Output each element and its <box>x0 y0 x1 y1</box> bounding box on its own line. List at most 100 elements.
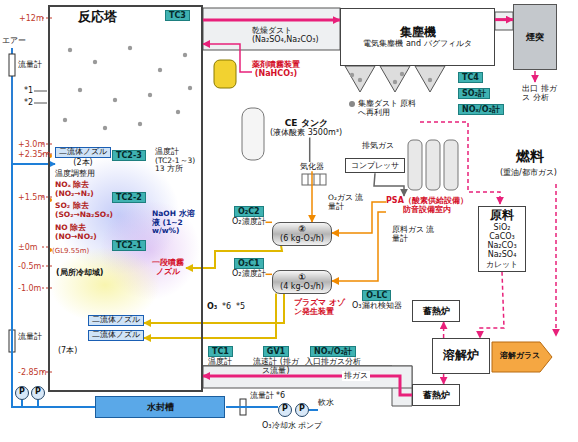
node-title: 原料 <box>490 209 514 223</box>
annotation-label: O₃冷却水 ポンプ <box>262 421 322 430</box>
dust-particle <box>68 48 72 52</box>
leak-detector: O-LCO₃漏れ検知器 <box>352 290 402 310</box>
node-title: CE タンク <box>285 118 328 128</box>
ozone-generator: ②(6 kg-O₃/h) <box>272 222 332 246</box>
node-text: 入口排ガス分析 <box>305 357 361 366</box>
node-title: 一段噴霧 ノズル <box>150 258 186 276</box>
dust-particle <box>188 86 192 90</box>
node-title: PSA（酸素供給設備） <box>386 196 468 205</box>
node-text: 温度計 <box>208 357 232 366</box>
node-title: ① <box>298 272 306 282</box>
material-flow <box>420 122 500 204</box>
node-text: 防音設備室内 <box>403 205 451 214</box>
dust-particle <box>350 73 354 77</box>
node-text: (6 kg-O₃/h) <box>280 234 324 243</box>
annotation-label: O₃ <box>207 302 217 311</box>
flow-meter-symbol <box>9 54 246 415</box>
oxygen-meter: O₂C2O₂濃度計 <box>232 206 266 226</box>
vaporizer-symbol <box>302 174 326 185</box>
flow-connector <box>495 18 513 21</box>
hopper <box>345 66 375 92</box>
node-title: TC4 <box>458 72 483 83</box>
oxygen-tank <box>242 108 264 160</box>
annotation-label: P <box>282 404 288 413</box>
node-title: O₂C2 <box>234 206 264 217</box>
reaction-cloud <box>50 155 200 323</box>
annotation-label: 原料ガス 流量計 <box>392 226 436 243</box>
annotation-label: 流量計 <box>18 332 42 341</box>
node-text: (液体酸素 3500m³) <box>270 128 342 137</box>
water-pipe <box>37 400 39 407</box>
node-title: 二流体ノズル <box>55 147 111 158</box>
vaporizer-symbol <box>320 174 321 185</box>
annotation-label: 集塵ダスト 原料へ再利用 <box>358 100 420 117</box>
flow-connector <box>374 173 404 196</box>
regenerator: 蓄熱炉 <box>412 300 460 322</box>
node-title: 蓄熱炉 <box>423 390 450 400</box>
flow-connector <box>144 294 284 324</box>
dust-particle <box>113 98 117 102</box>
water-seal-tank: 水封槽 <box>95 396 225 418</box>
annotation-label: NOₓ 除去 (NO₂→N₂) <box>55 181 107 198</box>
node-title: O₂C1 <box>234 258 264 269</box>
leader-line <box>34 91 47 92</box>
thermometer: TC2-1 <box>112 240 146 251</box>
chemical-tank <box>214 60 236 88</box>
annotation-label: 乾燥ダスト (Na₂SO₄,Na₂CO₃) <box>252 26 336 44</box>
collected-dust <box>349 101 355 107</box>
dust-particle <box>428 78 432 82</box>
dust-particle <box>183 53 187 57</box>
nozzle: 二流体ノズル <box>88 315 144 326</box>
thermometer: TC4 <box>458 72 483 83</box>
dust-particle <box>148 93 152 97</box>
flow-connector <box>443 374 445 384</box>
dust-particle <box>176 110 180 114</box>
psa-tank <box>408 140 458 190</box>
hopper <box>380 66 410 92</box>
annotation-label: +2.35m <box>18 150 50 159</box>
annotation-label: 溶解ガラス <box>500 351 540 360</box>
dust-collector: 集塵機電気集塵機 and バグフィルタ <box>340 8 495 66</box>
node-title: TC2-3 <box>112 150 146 161</box>
reactor-tower: 反応塔二流体ノズル(2本)TC2-3TC2-2TC2-1一段噴霧 ノズル二流体ノ… <box>48 5 203 392</box>
annotation-label: NO 除去 (NO→NO₂) <box>55 224 107 241</box>
annotation-label: P <box>299 404 305 413</box>
psa-tank <box>426 140 440 190</box>
dust-particle <box>78 88 82 92</box>
dust-particle <box>358 78 362 82</box>
node-title: 蓄熱炉 <box>423 306 450 316</box>
node-text: 電気集塵機 and バグフィルタ <box>363 39 471 48</box>
dust-particle <box>63 118 67 122</box>
gas-duct <box>495 12 513 30</box>
node-title: 気化器 <box>300 162 324 171</box>
gas-duct <box>203 366 412 406</box>
annotation-label: *5 <box>236 302 245 311</box>
flow-connector <box>144 294 276 339</box>
melting-furnace: 溶解炉 <box>432 338 490 374</box>
gas-analyzer: NOₓ/O₂計 <box>458 104 504 115</box>
psa-tank <box>444 140 458 190</box>
compressor: コンプレッサ <box>345 158 405 173</box>
annotation-label: 燃料 <box>516 148 544 164</box>
annotation-label: 出口 排ガス 分析 <box>522 84 558 102</box>
annotation-label: -0.5m <box>18 262 41 271</box>
annotation-label: +3.0m <box>18 140 45 149</box>
node-text: (4 kg-O₃/h) <box>280 282 324 291</box>
node-text: カレット <box>486 260 518 269</box>
annotation-label: ±0m <box>18 243 38 252</box>
connector-label: 排ガス <box>342 371 370 380</box>
annotation-label: NaOH 水溶液 (1~2 w/w%) <box>152 210 200 236</box>
flow-connector <box>203 19 340 22</box>
chemical-tank <box>214 60 236 88</box>
psa-unit: PSA（酸素供給設備）防音設備室内 <box>386 196 468 214</box>
flow-meter-symbol <box>9 54 15 76</box>
node-title: TC2-2 <box>112 192 146 203</box>
annotation-label: *2 <box>24 98 33 107</box>
node-title: 反応塔 <box>78 10 117 25</box>
oxygen-meter: O₂C1O₂濃度計 <box>232 258 266 278</box>
thermometer: TC3 <box>165 10 190 21</box>
flow-connector <box>12 164 95 407</box>
node-title: 水封槽 <box>147 402 174 412</box>
dust-particle <box>158 68 162 72</box>
